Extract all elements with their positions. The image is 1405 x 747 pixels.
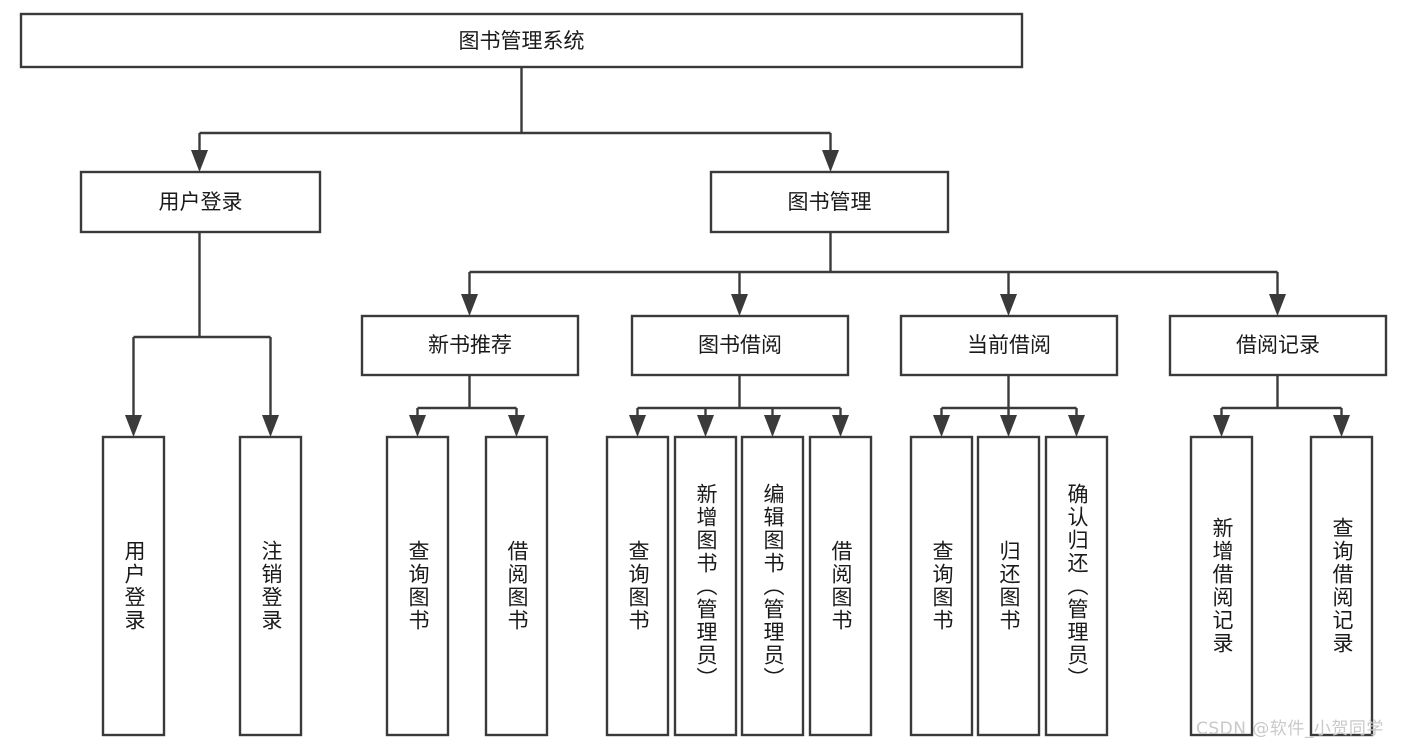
- connector-group-user-login: [125, 232, 279, 437]
- csdn-watermark: CSDN @软件_小贺同学: [1196, 719, 1384, 739]
- node-borrow-record[interactable]: 借阅记录: [1168, 314, 1388, 377]
- leaf-box-borrow-book-1[interactable]: [484, 435, 549, 737]
- node-book-borrow[interactable]: 图书借阅: [630, 314, 850, 377]
- leaf-box-return-book[interactable]: [976, 435, 1041, 737]
- connector-group-book-borrow: [629, 375, 849, 437]
- node-user-login-box[interactable]: [79, 170, 322, 234]
- arrow-head-leaf-add-book: [697, 415, 714, 437]
- leaf-box-add-record[interactable]: [1189, 435, 1254, 737]
- leaf-box-add-book[interactable]: [673, 435, 738, 737]
- leaf-box-query-book-2[interactable]: [605, 435, 670, 737]
- node-root-label: 图书管理系统: [459, 29, 585, 53]
- arrow-head-leaf-query-book-1: [409, 415, 426, 437]
- node-user-login[interactable]: 用户登录: [79, 170, 322, 234]
- node-new-book-rec-label: 新书推荐: [428, 333, 512, 357]
- leaf-box-query-book-1[interactable]: [385, 435, 450, 737]
- arrow-head-leaf-confirm-return: [1068, 415, 1085, 437]
- node-book-borrow-label: 图书借阅: [698, 333, 782, 357]
- arrow-head-user-login: [191, 150, 208, 172]
- arrow-head-leaf-borrow-book-2: [832, 415, 849, 437]
- node-book-manage-label: 图书管理: [788, 190, 872, 214]
- node-current-borrow-box[interactable]: [899, 314, 1119, 377]
- arrow-head-new-book-rec: [461, 294, 478, 316]
- node-borrow-record-label: 借阅记录: [1236, 333, 1320, 357]
- arrow-head-leaf-query-record: [1333, 415, 1350, 437]
- node-root[interactable]: 图书管理系统: [19, 12, 1024, 69]
- connector-group-borrow-record: [1213, 375, 1350, 437]
- leaf-box-confirm-return[interactable]: [1044, 435, 1109, 737]
- arrow-head-leaf-borrow-book-1: [508, 415, 525, 437]
- node-book-borrow-box[interactable]: [630, 314, 850, 377]
- connector-group-book-manage: [461, 232, 1286, 316]
- arrow-head-book-borrow: [731, 294, 748, 316]
- arrow-head-borrow-record: [1269, 294, 1286, 316]
- node-borrow-record-box[interactable]: [1168, 314, 1388, 377]
- arrow-head-leaf-return-book: [1000, 415, 1017, 437]
- arrow-head-current-borrow: [1000, 294, 1017, 316]
- arrow-head-leaf-edit-book: [764, 415, 781, 437]
- leaf-box-query-book-3[interactable]: [909, 435, 974, 737]
- arrow-head-book-manage: [822, 150, 839, 172]
- arrow-head-leaf-query-book-3: [933, 415, 950, 437]
- leaf-box-borrow-book-2[interactable]: [808, 435, 873, 737]
- leaf-box-logout[interactable]: [238, 435, 303, 737]
- node-book-manage-box[interactable]: [709, 170, 950, 234]
- leaf-box-user-login[interactable]: [101, 435, 166, 737]
- arrow-head-leaf-logout: [262, 415, 279, 437]
- node-current-borrow[interactable]: 当前借阅: [899, 314, 1119, 377]
- node-user-login-label: 用户登录: [159, 190, 243, 214]
- leaf-box-edit-book[interactable]: [740, 435, 805, 737]
- node-new-book-rec[interactable]: 新书推荐: [360, 314, 580, 377]
- leaf-box-query-record[interactable]: [1309, 435, 1374, 737]
- connector-group-root: [191, 67, 839, 172]
- node-new-book-rec-box[interactable]: [360, 314, 580, 377]
- node-current-borrow-label: 当前借阅: [967, 333, 1051, 357]
- arrow-head-leaf-query-book-2: [629, 415, 646, 437]
- connector-group-current-borrow: [933, 375, 1085, 437]
- arrow-head-leaf-user-login: [125, 415, 142, 437]
- connector-group-new-book-rec: [409, 375, 525, 437]
- arrow-head-leaf-add-record: [1213, 415, 1230, 437]
- node-root-box[interactable]: [19, 12, 1024, 69]
- node-book-manage[interactable]: 图书管理: [709, 170, 950, 234]
